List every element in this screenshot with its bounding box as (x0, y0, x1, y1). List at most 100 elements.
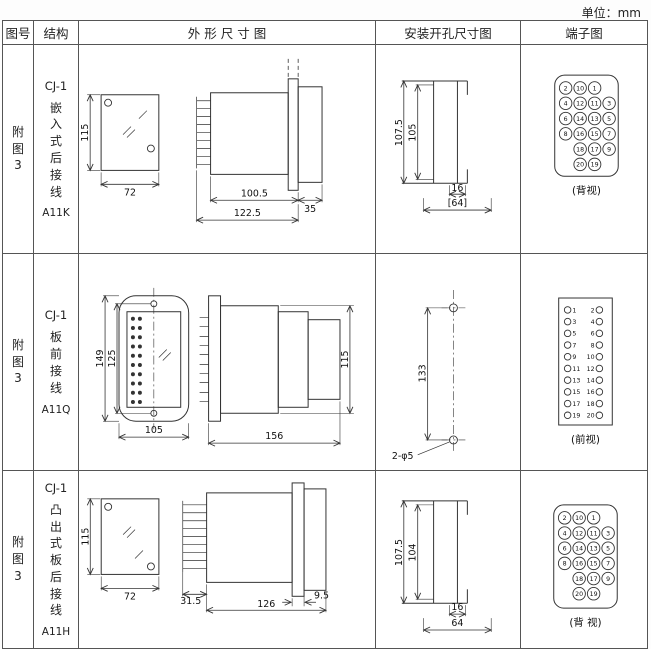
terminal-hole (573, 81, 587, 95)
terminal-number: 9 (607, 146, 611, 153)
terminal-hole (563, 411, 572, 419)
terminal-hole (587, 111, 602, 126)
fig-no-cell-row2: 附 图 3 (3, 254, 34, 471)
terminal-number: 20 (575, 591, 583, 598)
terminal-hole (595, 364, 604, 373)
terminal-block (558, 297, 613, 426)
dim-label: 105 (145, 425, 163, 436)
terminal-number: 6 (591, 331, 595, 338)
terminal-hole (586, 556, 601, 571)
terminal-hole (595, 388, 604, 396)
mounting-drawing-a11k: 107.5 105 16 [64] (394, 45, 520, 253)
terminal-number: 2 (564, 85, 568, 92)
terminal-number: 10 (575, 515, 583, 522)
terminal-number: 15 (591, 131, 599, 138)
fig-no-cell-row3: 附 图 3 (3, 471, 34, 648)
view-label: (背 视) (569, 616, 601, 629)
terminal-hole (572, 587, 586, 601)
terminal-number: 20 (587, 413, 595, 420)
mounting-drawing-a11q: 133 2-φ5 (392, 290, 466, 462)
terminal-number: 6 (564, 116, 568, 123)
terminal-number: 12 (576, 101, 584, 108)
header-outline-label: 外 形 尺 寸 图 (187, 26, 267, 41)
terminal-number: 12 (575, 530, 583, 537)
terminal-number: 20 (576, 162, 584, 169)
type-code: A11K (42, 207, 70, 220)
dim-label: [64] (448, 198, 467, 209)
terminal-hole (586, 571, 601, 586)
terminal-hole (563, 329, 572, 338)
dim-front-height: 115 (80, 95, 101, 171)
dim-label: 107.5 (394, 119, 405, 146)
terminal-number: 1 (593, 85, 597, 92)
terminal-hole (563, 353, 572, 361)
dim-inner: 125 (107, 304, 151, 413)
mount-hole-icon (150, 300, 158, 308)
terminal-number: 4 (563, 530, 567, 537)
terminal-number: 17 (590, 576, 598, 583)
dim-length: 156 (209, 401, 340, 445)
dim-front-height: 115 (80, 499, 101, 575)
terminal-hole (557, 526, 572, 540)
dim-h2: [64] (424, 198, 492, 212)
terminal-number: 18 (575, 576, 583, 583)
terminal-hole (595, 329, 604, 338)
terminal-hole (557, 511, 572, 525)
terminal-number: 4 (591, 319, 595, 326)
terminal-number: 7 (607, 131, 611, 138)
outline-drawing-a11h: 115 72 31.5 9.5 (80, 482, 329, 648)
terminal-number: 8 (563, 561, 567, 568)
dim-label: 122.5 (234, 208, 261, 219)
terminal-hole (573, 96, 587, 110)
terminal-block (553, 504, 618, 609)
mounting-cell-row2: 133 2-φ5 (376, 254, 521, 471)
hole-note-label: 2-φ5 (392, 451, 414, 462)
terminal-number: 7 (572, 342, 576, 349)
terminal-number: 18 (587, 401, 595, 408)
mount-hole-icon (147, 562, 155, 571)
outline-cell-row1: 115 72 100.5 (79, 45, 376, 254)
screw-comb (199, 317, 209, 402)
terminal-number: 7 (606, 561, 610, 568)
terminal-hole (573, 157, 587, 172)
terminal-hole (572, 556, 586, 571)
dim-label: 31.5 (180, 596, 201, 607)
terminal-hole (601, 556, 615, 571)
terminal-hole (595, 317, 604, 326)
terminal-number: 18 (576, 146, 584, 153)
terminal-hole (602, 111, 616, 126)
dim-label: 16 (451, 183, 463, 194)
side-view (199, 295, 341, 422)
dim-label: 115 (340, 351, 351, 369)
terminal-hole (602, 127, 616, 141)
mount-hole-icon (150, 409, 158, 417)
dim-d3: 126 (207, 592, 326, 612)
terminal-number: 13 (572, 378, 580, 385)
terminal-hole (587, 127, 602, 141)
model-label: CJ-1 (44, 78, 68, 93)
header-mounting: 安装开孔尺寸图 (376, 21, 521, 45)
outline-cell-row2: 149 125 105 156 (79, 254, 376, 471)
hatch-marks (122, 526, 144, 559)
dim-label: 100.5 (241, 188, 268, 199)
terminal-number: 11 (572, 366, 580, 373)
terminal-number: 8 (591, 342, 595, 349)
terminal-number: 1 (592, 515, 596, 522)
terminal-number: 4 (564, 101, 568, 108)
terminal-number: 6 (563, 545, 567, 552)
terminal-number: 5 (606, 545, 610, 552)
terminal-number: 19 (591, 162, 599, 169)
view-label: (背视) (572, 184, 601, 197)
outline-drawing-a11q: 149 125 105 156 (95, 287, 354, 470)
dim-width: 105 (119, 423, 189, 439)
outline-cell-row3: 115 72 31.5 9.5 (79, 471, 376, 648)
dim-v2: 105 (408, 85, 434, 179)
type-code: A11Q (41, 403, 71, 416)
mount-hole-icon (146, 144, 155, 153)
terminal-hole (563, 388, 572, 396)
terminal-number: 15 (572, 389, 580, 396)
